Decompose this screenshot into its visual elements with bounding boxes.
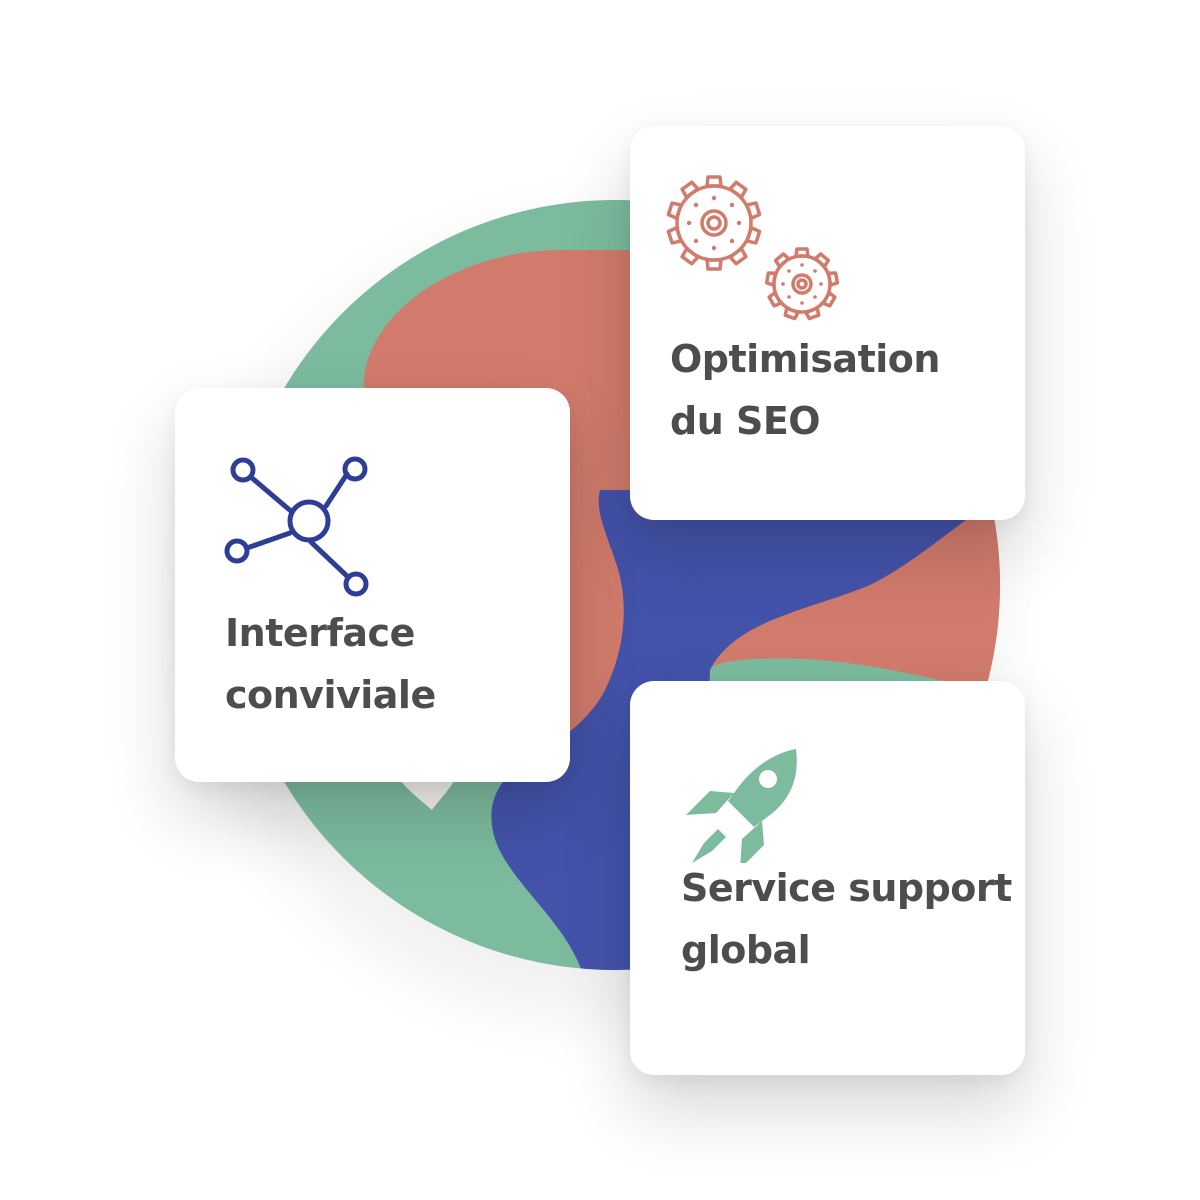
gears-icon [666,175,840,321]
card-title-line: global [681,928,811,972]
card-title-line: Optimisation [670,337,940,381]
feature-card-support: Service support global [630,681,1025,1075]
globe-light-patch [400,780,455,810]
card-title-line: du SEO [670,399,821,443]
card-title-interface: Interface conviviale [225,602,436,726]
globe-blue-land [491,490,1000,970]
card-title-line: Service support [681,866,1012,910]
feature-card-interface: Interface conviviale [175,388,570,782]
card-title-support: Service support global [681,857,1012,981]
card-title-line: conviviale [225,673,436,717]
card-title-line: Interface [225,611,415,655]
network-icon [224,456,369,597]
card-title-seo: Optimisation du SEO [670,328,940,452]
feature-card-seo: Optimisation du SEO [630,126,1025,520]
rocket-icon [686,749,797,863]
